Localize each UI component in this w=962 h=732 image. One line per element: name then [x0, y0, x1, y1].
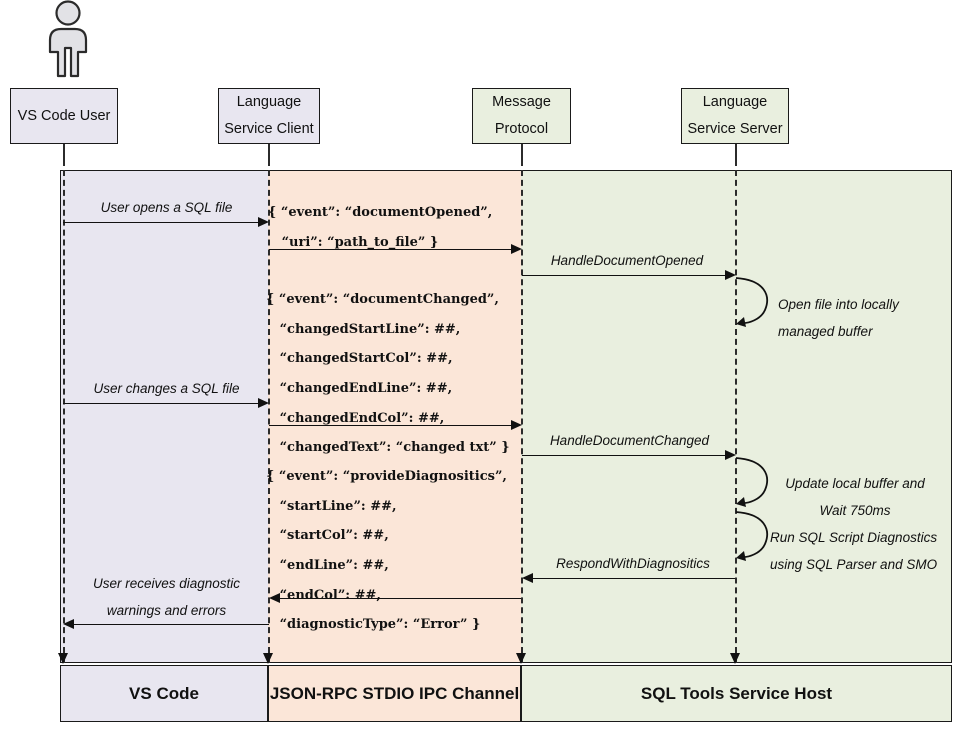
footer-cell-vs-code[interactable]: VS Code [60, 665, 268, 722]
lifeline-label-line2: Protocol [494, 121, 549, 137]
lifeline-header-lang-client[interactable]: Language Service Client [218, 88, 320, 144]
lifeline-end-arrow-msg-protocol [516, 653, 526, 664]
footer-label: VS Code [129, 683, 199, 703]
payload-line: “changedEndLine”: ##, [266, 380, 453, 396]
payload-provide-diagnositics: { “event”: “provideDiagnositics”, “start… [266, 462, 507, 640]
payload-line: “diagnosticType”: “Error” } [266, 617, 481, 633]
message-label-respond-with-diagnositics: RespondWithDiagnositics [556, 556, 710, 571]
note-line2: using SQL Parser and SMO [770, 557, 938, 572]
message-line-document-changed-transport [269, 425, 516, 426]
lifeline-header-vscode-user[interactable]: VS Code User [10, 88, 118, 144]
payload-line: “changedText”: “changed txt” } [266, 440, 510, 456]
self-loop-arc-icon [735, 511, 768, 561]
message-arrowhead-document-changed-transport [511, 420, 522, 430]
lifeline-label-line1: Message [492, 94, 551, 111]
self-loop-update-buffer-wait [735, 456, 777, 508]
lifeline-lang-server [735, 160, 737, 663]
lifeline-stub-lang-server [735, 144, 737, 160]
message-line-diagnostics-transport [279, 598, 521, 599]
message-arrowhead-diagnostics-transport [269, 593, 280, 603]
self-loop-run-sql-diagnostics [735, 510, 777, 562]
message-arrowhead-user-opens-sql-file [258, 217, 269, 227]
message-label-user-receives-diagnostics: User receives diagnostic warnings and err… [64, 570, 269, 624]
payload-line: “changedStartLine”: ##, [266, 321, 461, 337]
note-open-file-buffer: Open file into locally managed buffer [778, 291, 899, 345]
message-label-user-opens-sql-file: User opens a SQL file [100, 200, 233, 215]
band-vs-code [60, 170, 268, 663]
self-loop-arc-icon [735, 277, 768, 327]
payload-line: “endLine”: ##, [266, 557, 389, 573]
payload-line: { “event”: “documentOpened”, [268, 205, 493, 220]
message-arrowhead-handle-document-changed [725, 450, 736, 460]
message-label-user-changes-sql-file: User changes a SQL file [93, 381, 240, 396]
self-loop-arc-icon [735, 457, 768, 507]
lifeline-stub-vscode-user [63, 144, 65, 160]
payload-document-changed: { “event”: “documentChanged”, “changedSt… [266, 285, 510, 463]
message-label-handle-document-changed: HandleDocumentChanged [549, 433, 710, 448]
message-line-handle-document-changed [522, 455, 730, 456]
note-line1: Run SQL Script Diagnostics [770, 530, 938, 545]
lifeline-msg-protocol [521, 160, 523, 663]
footer-label: JSON-RPC STDIO IPC Channel [269, 683, 520, 703]
footer-cell-service-host[interactable]: SQL Tools Service Host [521, 665, 952, 722]
lifeline-label-line1: Language [236, 94, 302, 111]
payload-document-opened: { “event”: “documentOpened”, “uri”: “pat… [268, 198, 492, 257]
self-loop-open-file-buffer [735, 276, 777, 328]
note-run-sql-diagnostics: Run SQL Script Diagnostics using SQL Pars… [770, 524, 937, 578]
message-arrowhead-respond-with-diagnositics [522, 573, 533, 583]
payload-line: { “event”: “documentChanged”, [266, 292, 499, 307]
band-ipc-channel [268, 170, 521, 663]
message-line-user-receives-diagnostics [73, 624, 269, 625]
note-line1: Update local buffer and [785, 476, 925, 491]
note-line2: Wait 750ms [819, 503, 891, 518]
payload-line: “uri”: “path_to_file” } [268, 234, 439, 250]
payload-line: “changedStartCol”: ##, [266, 351, 453, 367]
note-line2: managed buffer [778, 324, 873, 339]
actor-icon [48, 0, 88, 78]
message-arrowhead-user-receives-diagnostics [63, 619, 74, 629]
lifeline-label-line1: Language [702, 94, 768, 111]
lifeline-end-arrow-vscode-user [58, 653, 68, 664]
message-arrowhead-handle-document-opened [725, 270, 736, 280]
payload-line: “changedEndCol”: ##, [266, 410, 445, 426]
lifeline-end-arrow-lang-client [263, 653, 273, 664]
footer-cell-ipc-channel[interactable]: JSON-RPC STDIO IPC Channel [268, 665, 521, 722]
payload-line: “endCol”: ##, [266, 587, 381, 603]
payload-line: “startLine”: ##, [266, 498, 397, 514]
vs-code-user-actor [30, 0, 106, 80]
message-arrowhead-user-changes-sql-file [258, 398, 269, 408]
message-label-handle-document-opened: HandleDocumentOpened [550, 253, 704, 268]
payload-line: { “event”: “provideDiagnositics”, [266, 469, 507, 484]
footer-label: SQL Tools Service Host [640, 683, 833, 703]
lifeline-label-line2: Service Server [687, 121, 783, 137]
message-line-handle-document-opened [522, 275, 730, 276]
lifeline-header-lang-server[interactable]: Language Service Server [681, 88, 789, 144]
lifeline-vscode-user [63, 160, 65, 663]
lifeline-stub-lang-client [268, 144, 270, 160]
message-line-user-opens-sql-file [63, 222, 263, 223]
message-label-line2: warnings and errors [106, 603, 227, 618]
lifeline-stub-msg-protocol [521, 144, 523, 160]
lifeline-lang-client [268, 160, 270, 663]
lifeline-label-line2: Service Client [224, 121, 314, 137]
lifeline-header-msg-protocol[interactable]: Message Protocol [472, 88, 571, 144]
note-line1: Open file into locally [778, 297, 899, 312]
payload-line: “startCol”: ##, [266, 528, 389, 544]
message-line-user-changes-sql-file [63, 403, 263, 404]
message-arrowhead-document-opened-transport [511, 244, 522, 254]
message-line-document-opened-transport [269, 249, 516, 250]
message-line-respond-with-diagnositics [532, 578, 735, 579]
message-label-line1: User receives diagnostic [92, 576, 241, 591]
lifeline-label-line1: VS Code User [17, 107, 111, 124]
lifeline-end-arrow-lang-server [730, 653, 740, 664]
